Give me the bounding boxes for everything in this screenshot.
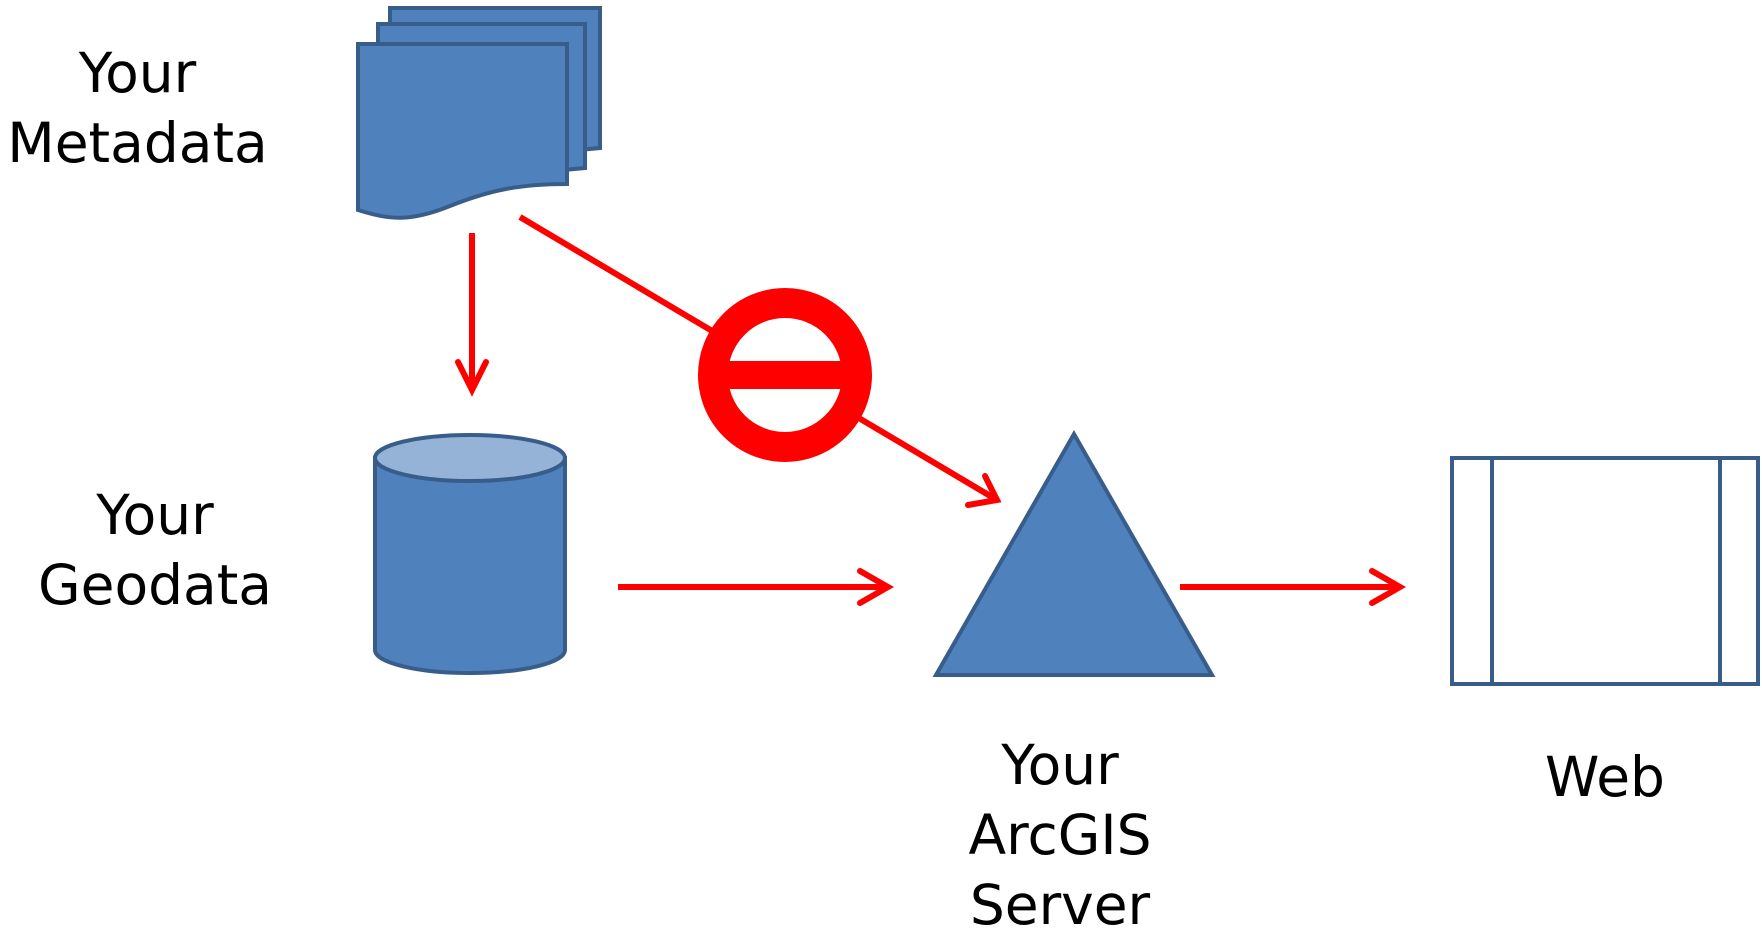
- metadata-document-stack-icon: [356, 6, 602, 220]
- metadata-label-line1: Your: [78, 41, 197, 105]
- server-label-line1: Your: [1001, 733, 1119, 797]
- arrow-geodata-to-server: [618, 568, 895, 606]
- geodata-label-line2: Geodata: [38, 553, 272, 617]
- web-label: Web: [1480, 742, 1730, 812]
- web-page-icon: [1450, 456, 1760, 686]
- arrow-metadata-to-geodata: [455, 233, 489, 397]
- server-label-line3: Server: [969, 873, 1151, 937]
- metadata-label-line2: Metadata: [7, 111, 268, 175]
- geodata-database-icon: [373, 433, 567, 675]
- no-entry-icon: [698, 288, 872, 462]
- metadata-label: Your Metadata: [0, 38, 275, 178]
- geodata-label: Your Geodata: [20, 480, 290, 620]
- arrow-server-to-web: [1180, 568, 1407, 606]
- server-label-line2: ArcGIS: [968, 803, 1152, 867]
- server-label: Your ArcGIS Server: [920, 730, 1200, 940]
- geodata-label-line1: Your: [96, 483, 214, 547]
- arcgis-server-triangle-icon: [932, 429, 1216, 677]
- web-label-line1: Web: [1545, 745, 1665, 809]
